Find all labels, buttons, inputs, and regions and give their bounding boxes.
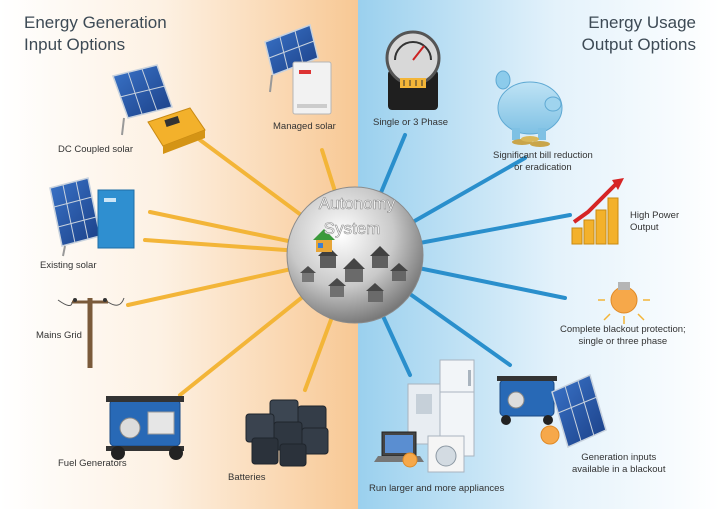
mains-grid-pole-icon xyxy=(57,297,125,368)
dc-coupled-solar-icon xyxy=(112,64,206,154)
label-high-power-line-2: Output xyxy=(630,222,659,233)
label-fuel-generators: Fuel Generators xyxy=(58,458,127,469)
label-bill-line-1: Significant bill reduction xyxy=(493,150,593,161)
managed-solar-icon xyxy=(264,23,332,115)
electric-meter-icon xyxy=(385,30,441,110)
input-heading-line-2: Input Options xyxy=(24,35,126,54)
label-generation-inputs: Generation inputs available in a blackou… xyxy=(572,452,665,476)
label-blackout-protection: Complete blackout protection; single or … xyxy=(560,324,686,348)
appliances-icon xyxy=(374,359,475,473)
autonomy-hub: Autonomy System xyxy=(286,186,424,324)
input-options-heading: Energy Generation Input Options xyxy=(24,12,167,56)
label-existing-solar: Existing solar xyxy=(40,260,97,271)
label-gen-inputs-line-2: available in a blackout xyxy=(572,464,666,475)
label-mains-grid: Mains Grid xyxy=(36,330,82,341)
label-managed-solar: Managed solar xyxy=(273,121,336,132)
houses-icon xyxy=(300,229,408,302)
hub-title-line-1: Autonomy xyxy=(319,194,396,213)
fuel-generator-icon xyxy=(106,396,184,460)
hub-title-line-2: System xyxy=(324,219,381,238)
label-bill-reduction: Significant bill reduction or eradicatio… xyxy=(493,150,593,174)
label-dc-coupled-solar: DC Coupled solar xyxy=(58,144,133,155)
existing-solar-icon xyxy=(49,177,135,257)
label-blackout-line-1: Complete blackout protection; xyxy=(560,324,686,335)
output-options-heading: Energy Usage Output Options xyxy=(582,12,696,56)
piggy-bank-icon xyxy=(495,70,563,147)
label-gen-inputs-line-1: Generation inputs xyxy=(581,452,657,463)
output-heading-line-2: Output Options xyxy=(581,35,696,54)
output-heading-line-1: Energy Usage xyxy=(588,13,696,32)
label-high-power: High Power Output xyxy=(630,210,679,234)
high-power-chart-icon xyxy=(571,178,624,245)
label-phase: Single or 3 Phase xyxy=(373,117,448,128)
label-blackout-line-2: single or three phase xyxy=(578,336,668,347)
label-batteries: Batteries xyxy=(228,472,266,483)
batteries-icon xyxy=(245,399,329,467)
generator-solar-icon xyxy=(497,373,607,449)
input-heading-line-1: Energy Generation xyxy=(24,13,167,32)
light-bulb-icon xyxy=(598,282,650,324)
label-high-power-line-1: High Power xyxy=(630,210,680,221)
label-appliances: Run larger and more appliances xyxy=(369,483,505,494)
label-bill-line-2: or eradication xyxy=(514,162,572,173)
